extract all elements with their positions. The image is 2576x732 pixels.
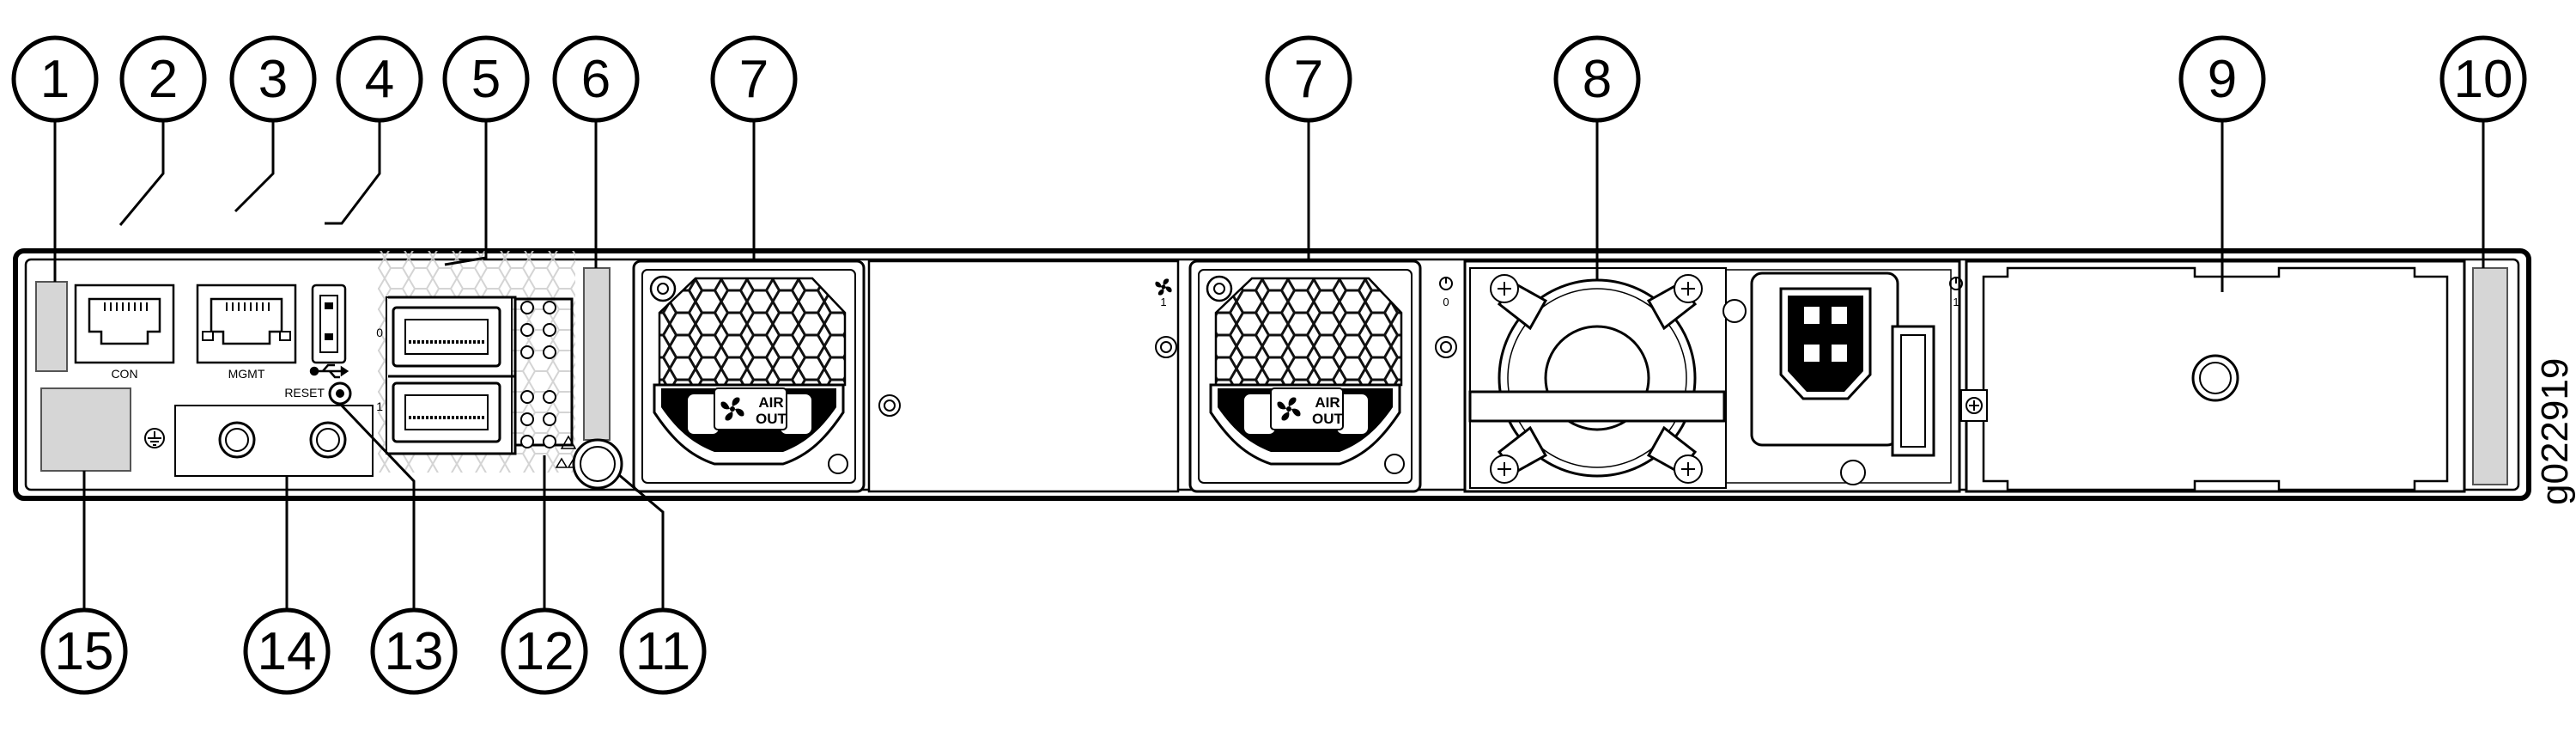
svg-text:7: 7 (1294, 50, 1323, 109)
management-port[interactable]: MGMT (196, 284, 297, 381)
callout-4: 4 (336, 35, 423, 123)
fan-icon (720, 397, 744, 421)
serial-number-label (40, 387, 131, 472)
fan-module-0[interactable]: AIR OUT (632, 259, 866, 493)
power-icon (1949, 277, 1963, 290)
fan-icon (1277, 397, 1301, 421)
svg-text:2: 2 (149, 50, 178, 109)
fan-slot-blank (867, 259, 1180, 493)
callout-7b: 7 (1265, 35, 1352, 123)
svg-text:11: 11 (635, 622, 690, 681)
svg-text:3: 3 (258, 50, 288, 109)
status-leds (515, 297, 574, 448)
fan-1-out-label: OUT (1312, 411, 1344, 427)
grounding-point (174, 405, 374, 477)
callout-2: 2 (119, 35, 207, 123)
callout-11: 11 (619, 607, 707, 695)
ground-icon (144, 428, 165, 448)
svg-text:8: 8 (1583, 50, 1612, 109)
svg-text:6: 6 (581, 50, 611, 109)
svg-text:9: 9 (2208, 50, 2237, 109)
svg-text:15: 15 (55, 622, 114, 681)
qsfp-port-0-label: 0 (376, 326, 383, 339)
power-inlet-icon (1750, 271, 1899, 447)
svg-text:12: 12 (515, 622, 574, 681)
management-panel: CON MGMT (35, 251, 623, 490)
usb-icon (309, 363, 349, 379)
callout-15: 15 (40, 607, 128, 695)
psu-slot-1-label: 1 (1953, 296, 1959, 308)
callout-3: 3 (229, 35, 317, 123)
callout-5: 5 (442, 35, 530, 123)
svg-text:5: 5 (471, 50, 501, 109)
usb-port[interactable] (311, 284, 347, 364)
captive-screw (572, 438, 623, 490)
fan-0-out-label: OUT (756, 411, 787, 427)
reset-button[interactable] (328, 381, 352, 406)
callout-12: 12 (501, 607, 588, 695)
power-supply-0[interactable] (1463, 259, 1961, 493)
callout-6: 6 (552, 35, 640, 123)
svg-text:4: 4 (365, 50, 394, 109)
callout-10: 10 (2439, 35, 2527, 123)
qsfp-port-1-label: 1 (376, 400, 383, 413)
svg-text:13: 13 (385, 622, 444, 681)
esd-point-left (35, 281, 68, 372)
callouts: 1 2 3 4 5 6 7 7 8 9 10 15 14 13 12 11 (11, 35, 2527, 695)
leader-lines (53, 105, 2485, 625)
svg-text:1: 1 (40, 50, 70, 109)
management-port-label: MGMT (228, 367, 265, 381)
fan-icon (1155, 278, 1172, 296)
console-port-label: CON (111, 367, 137, 381)
callout-14: 14 (243, 607, 331, 695)
callout-7a: 7 (710, 35, 798, 123)
console-port[interactable]: CON (74, 284, 175, 381)
fan-0-air-label: AIR (758, 394, 783, 411)
fan-slot-1-label: 1 (1160, 296, 1166, 308)
svg-text:10: 10 (2454, 50, 2513, 109)
callout-9: 9 (2178, 35, 2266, 123)
fan-1-air-label: AIR (1315, 394, 1340, 411)
callout-1: 1 (11, 35, 99, 123)
esd-point-right (2472, 267, 2508, 485)
svg-text:14: 14 (258, 622, 317, 681)
psu-slot-0-label: 0 (1443, 296, 1449, 308)
callout-13: 13 (370, 607, 458, 695)
svg-text:7: 7 (739, 50, 769, 109)
reset-label: RESET (284, 386, 325, 400)
power-icon (1439, 277, 1453, 290)
figure-id: g022919 (2534, 358, 2576, 505)
power-supply-slot-blank (1960, 259, 2466, 493)
qsfp-ports[interactable] (386, 296, 517, 455)
esd-point-center (583, 267, 611, 441)
fan-module-1[interactable]: AIR OUT (1188, 259, 1422, 493)
callout-8: 8 (1553, 35, 1641, 123)
